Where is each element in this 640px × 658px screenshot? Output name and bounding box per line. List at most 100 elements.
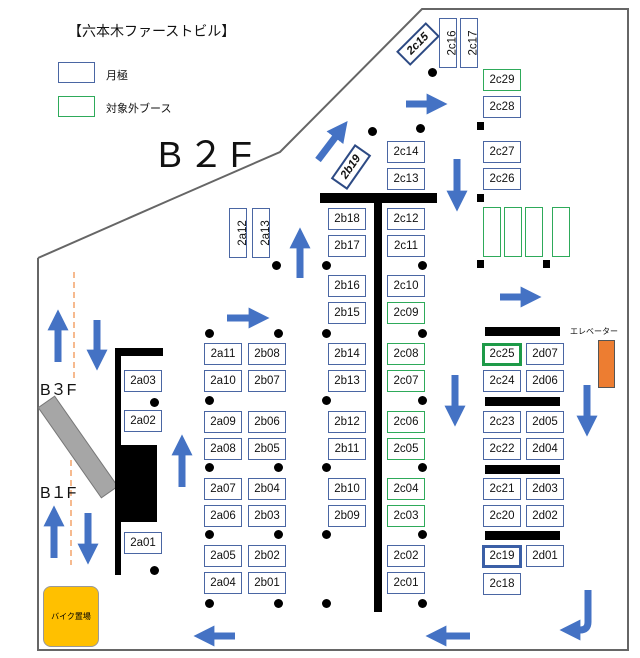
- parking-space-2c16[interactable]: 2c16: [439, 18, 458, 68]
- parking-space-2c11[interactable]: 2c11: [387, 235, 425, 257]
- pillar: [205, 530, 214, 539]
- parking-space-2d01[interactable]: 2d01: [526, 545, 564, 567]
- parking-space-2c21[interactable]: 2c21: [483, 478, 521, 500]
- pillar: [428, 68, 437, 77]
- parking-space-2b13[interactable]: 2b13: [328, 370, 366, 392]
- parking-space-2c03[interactable]: 2c03: [387, 505, 425, 527]
- parking-space-2a13[interactable]: 2a13: [252, 208, 272, 258]
- parking-space-2b02[interactable]: 2b02: [248, 545, 286, 567]
- parking-space-2c07[interactable]: 2c07: [387, 370, 425, 392]
- parking-space-2a07[interactable]: 2a07: [204, 478, 242, 500]
- parking-space-2c02[interactable]: 2c02: [387, 545, 425, 567]
- parking-space-2a09[interactable]: 2a09: [204, 411, 242, 433]
- parking-space-2b15[interactable]: 2b15: [328, 302, 366, 324]
- floor-label: B２F: [158, 134, 259, 175]
- parking-space-2c10[interactable]: 2c10: [387, 275, 425, 297]
- parking-space-2d04[interactable]: 2d04: [526, 438, 564, 460]
- parking-space-2c01[interactable]: 2c01: [387, 572, 425, 594]
- parking-space-2a10[interactable]: 2a10: [204, 370, 242, 392]
- parking-space-2b08[interactable]: 2b08: [248, 343, 286, 365]
- parking-space-2a01[interactable]: 2a01: [124, 532, 162, 554]
- elevator-label: エレベーター: [570, 327, 618, 336]
- parking-space-2b18[interactable]: 2b18: [328, 208, 366, 230]
- parking-space-2a04[interactable]: 2a04: [204, 572, 242, 594]
- parking-space-2a08[interactable]: 2a08: [204, 438, 242, 460]
- parking-space-2b11[interactable]: 2b11: [328, 438, 366, 460]
- parking-space-2c25[interactable]: 2c25: [482, 343, 522, 366]
- pillar: [274, 463, 283, 472]
- parking-space-2c18[interactable]: 2c18: [483, 573, 521, 595]
- parking-space-2c24[interactable]: 2c24: [483, 370, 521, 392]
- ramp-label-b3f: B３F: [40, 382, 77, 399]
- parking-space-2c04[interactable]: 2c04: [387, 478, 425, 500]
- pillar: [418, 530, 427, 539]
- parking-space-2c27[interactable]: 2c27: [483, 141, 521, 163]
- pillar: [274, 530, 283, 539]
- parking-space-2b17[interactable]: 2b17: [328, 235, 366, 257]
- excluded-booth: [552, 207, 570, 257]
- pillar: [477, 194, 484, 202]
- parking-space-2a05[interactable]: 2a05: [204, 545, 242, 567]
- parking-space-2c22[interactable]: 2c22: [483, 438, 521, 460]
- pillar: [477, 122, 484, 130]
- wall: [485, 465, 560, 474]
- pillar: [150, 566, 159, 575]
- wall: [320, 193, 437, 203]
- pillar: [274, 599, 283, 608]
- pillar: [205, 396, 214, 405]
- pillar: [322, 329, 331, 338]
- pillar: [150, 398, 159, 407]
- pillar: [322, 261, 331, 270]
- parking-space-2c09[interactable]: 2c09: [387, 302, 425, 324]
- parking-space-2c13[interactable]: 2c13: [387, 168, 425, 190]
- excluded-booth: [504, 207, 522, 257]
- parking-space-2b12[interactable]: 2b12: [328, 411, 366, 433]
- pillar: [322, 396, 331, 405]
- parking-space-2c19[interactable]: 2c19: [482, 545, 522, 568]
- parking-space-2d05[interactable]: 2d05: [526, 411, 564, 433]
- legend-monthly-swatch: [58, 62, 95, 83]
- pillar-block: [121, 445, 157, 522]
- pillar: [205, 599, 214, 608]
- arrow-turn-left-icon: [559, 590, 592, 641]
- parking-space-2c17[interactable]: 2c17: [460, 18, 479, 68]
- parking-space-2b09[interactable]: 2b09: [328, 505, 366, 527]
- parking-space-2c14[interactable]: 2c14: [387, 141, 425, 163]
- parking-space-2b01[interactable]: 2b01: [248, 572, 286, 594]
- pillar: [418, 396, 427, 405]
- parking-space-2b05[interactable]: 2b05: [248, 438, 286, 460]
- parking-space-2c05[interactable]: 2c05: [387, 438, 425, 460]
- building-title: 【六本木ファーストビル】: [68, 23, 236, 39]
- parking-space-2b07[interactable]: 2b07: [248, 370, 286, 392]
- parking-space-2d03[interactable]: 2d03: [526, 478, 564, 500]
- parking-space-2a06[interactable]: 2a06: [204, 505, 242, 527]
- parking-space-2c26[interactable]: 2c26: [483, 168, 521, 190]
- parking-space-2c08[interactable]: 2c08: [387, 343, 425, 365]
- floor-outline: [37, 8, 629, 651]
- parking-space-2b04[interactable]: 2b04: [248, 478, 286, 500]
- pillar: [418, 329, 427, 338]
- parking-space-2a02[interactable]: 2a02: [124, 410, 162, 432]
- excluded-booth: [483, 207, 501, 257]
- pillar: [543, 260, 550, 268]
- legend-excluded-swatch: [58, 96, 95, 117]
- parking-space-2b06[interactable]: 2b06: [248, 411, 286, 433]
- parking-space-2c29[interactable]: 2c29: [483, 69, 521, 91]
- parking-space-2a03[interactable]: 2a03: [124, 370, 162, 392]
- parking-space-2b03[interactable]: 2b03: [248, 505, 286, 527]
- parking-space-2b16[interactable]: 2b16: [328, 275, 366, 297]
- parking-space-2c06[interactable]: 2c06: [387, 411, 425, 433]
- wall: [374, 203, 382, 612]
- parking-space-2c23[interactable]: 2c23: [483, 411, 521, 433]
- parking-space-2b14[interactable]: 2b14: [328, 343, 366, 365]
- parking-space-2d02[interactable]: 2d02: [526, 505, 564, 527]
- parking-space-2c28[interactable]: 2c28: [483, 96, 521, 118]
- parking-space-2c20[interactable]: 2c20: [483, 505, 521, 527]
- parking-space-2a12[interactable]: 2a12: [229, 208, 249, 258]
- parking-space-2a11[interactable]: 2a11: [204, 343, 242, 365]
- wall: [115, 348, 121, 575]
- parking-space-2c12[interactable]: 2c12: [387, 208, 425, 230]
- parking-space-2d06[interactable]: 2d06: [526, 370, 564, 392]
- parking-space-2d07[interactable]: 2d07: [526, 343, 564, 365]
- parking-space-2b10[interactable]: 2b10: [328, 478, 366, 500]
